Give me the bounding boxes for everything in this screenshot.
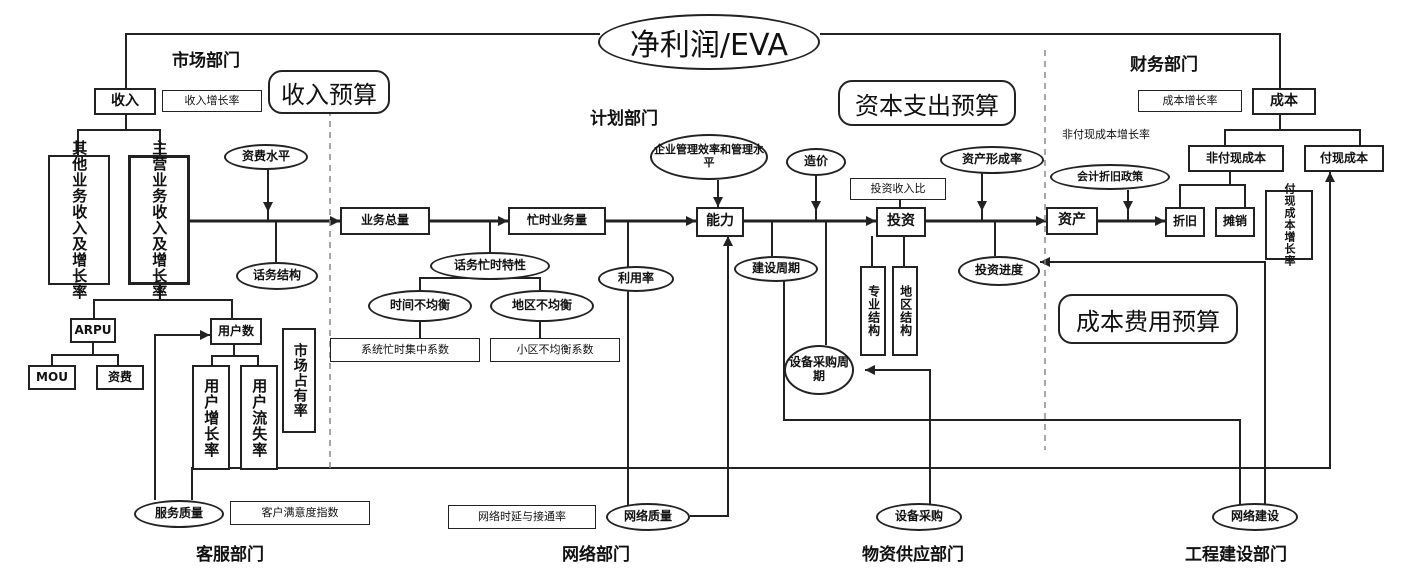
node-accounting-policy: 会计折旧政策 bbox=[1050, 164, 1170, 190]
node-service-quality: 服务质量 bbox=[134, 500, 224, 528]
node-build-cycle: 建设周期 bbox=[734, 256, 818, 282]
node-specialty-structure: 专业结构 bbox=[860, 266, 886, 356]
node-cost-price: 造价 bbox=[786, 148, 846, 176]
callout-revenue-budget-text: 收入预算 bbox=[281, 80, 377, 109]
node-network-coverage: 网络时延与接通率 bbox=[448, 505, 596, 529]
node-regional-structure: 地区结构 bbox=[892, 266, 918, 356]
node-network-quality: 网络质量 bbox=[606, 503, 690, 531]
node-busy-traffic: 忙时业务量 bbox=[508, 207, 606, 235]
node-user-churn: 用户流失率 bbox=[240, 365, 278, 470]
node-tariff-level: 资费水平 bbox=[224, 144, 308, 170]
node-depreciation: 折旧 bbox=[1165, 207, 1205, 237]
node-equipment-purchase: 设备采购 bbox=[876, 503, 962, 531]
node-users: 用户数 bbox=[210, 318, 262, 345]
node-noncash-cost-growth: 非付现成本增长率 bbox=[1046, 124, 1166, 146]
dept-market: 市场部门 bbox=[172, 51, 240, 71]
node-noncash-cost: 非付现成本 bbox=[1188, 145, 1284, 172]
node-other-revenue: 其他业务收入及增长率 bbox=[48, 140, 110, 300]
dept-customer-service: 客服部门 bbox=[196, 545, 264, 565]
node-main-revenue: 主营业务收入及增长率 bbox=[128, 140, 190, 300]
callout-cost-budget-text: 成本费用预算 bbox=[1076, 307, 1220, 336]
node-investment-progress: 投资进度 bbox=[958, 256, 1040, 286]
node-tariff: 资费 bbox=[96, 365, 144, 390]
node-total-traffic: 业务总量 bbox=[340, 207, 430, 235]
net-profit-eva-label: 净利润/EVA bbox=[629, 28, 789, 63]
node-customer-satisfaction: 客户满意度指数 bbox=[230, 501, 370, 525]
node-system-busy-factor: 系统忙时集中系数 bbox=[330, 338, 480, 362]
node-time-imbalance: 时间不均衡 bbox=[368, 290, 472, 322]
node-capacity: 能力 bbox=[696, 207, 744, 237]
node-mou: MOU bbox=[28, 365, 76, 390]
node-cash-cost-growth: 付现成本增长率 bbox=[1265, 183, 1313, 267]
dept-finance: 财务部门 bbox=[1130, 55, 1198, 75]
node-network-construction: 网络建设 bbox=[1212, 503, 1298, 531]
callout-capex-budget: 资本支出预算 bbox=[838, 80, 1016, 126]
node-assets: 资产 bbox=[1046, 207, 1098, 235]
node-asset-formation-rate: 资产形成率 bbox=[940, 146, 1044, 174]
node-amortization: 摊销 bbox=[1215, 207, 1255, 237]
net-profit-eva-ellipse: 净利润/EVA bbox=[598, 14, 820, 70]
node-cost: 成本 bbox=[1252, 88, 1316, 115]
dept-network: 网络部门 bbox=[562, 545, 630, 565]
node-arpu: ARPU bbox=[70, 318, 116, 343]
callout-cost-budget: 成本费用预算 bbox=[1058, 294, 1238, 344]
node-revenue-growth: 收入增长率 bbox=[162, 90, 262, 112]
node-investment-income: 投资收入比 bbox=[850, 178, 946, 200]
callout-capex-budget-text: 资本支出预算 bbox=[855, 91, 999, 120]
dept-engineering: 工程建设部门 bbox=[1185, 545, 1287, 565]
node-cell-imbalance-factor: 小区不均衡系数 bbox=[490, 338, 620, 362]
node-user-growth: 用户增长率 bbox=[192, 365, 230, 470]
node-market-share: 市场占有率 bbox=[282, 328, 316, 433]
dept-supply: 物资供应部门 bbox=[862, 545, 964, 565]
node-investment: 投资 bbox=[876, 207, 926, 237]
node-equipment-cycle: 设备采购周期 bbox=[784, 345, 854, 395]
node-mgmt-efficiency: 企业管理效率和管理水平 bbox=[650, 134, 768, 180]
node-cash-cost: 付现成本 bbox=[1304, 145, 1384, 172]
callout-revenue-budget: 收入预算 bbox=[268, 70, 390, 114]
dept-planning: 计划部门 bbox=[590, 109, 658, 129]
node-busy-characteristic: 话务忙时特性 bbox=[430, 252, 550, 280]
node-cost-growth: 成本增长率 bbox=[1138, 90, 1242, 112]
node-service-structure: 话务结构 bbox=[236, 262, 318, 290]
node-revenue: 收入 bbox=[94, 88, 156, 115]
node-area-imbalance: 地区不均衡 bbox=[490, 290, 594, 322]
node-utilization: 利用率 bbox=[598, 266, 674, 292]
